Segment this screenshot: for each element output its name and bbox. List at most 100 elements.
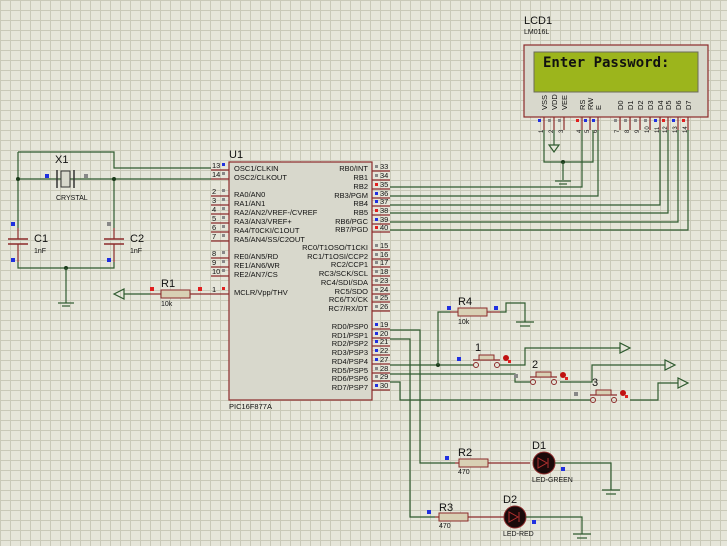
lcd-pin-number: 4 [577,129,583,133]
pin-state-indicator [624,119,627,122]
pin-state-indicator [662,119,665,122]
lcd-part: LM016L [524,29,549,36]
lcd-pin-number: 6 [593,129,599,133]
button-state-icon [620,390,626,396]
crystal-x1[interactable]: X1 CRYSTAL [45,154,88,202]
mcu-pin-number: 7 [212,232,216,241]
pin-state-indicator [222,172,225,175]
lcd-pin-name: D1 [626,100,635,110]
lcd-pin-name: D0 [616,100,625,110]
pin-state-indicator [375,296,378,299]
c2-ref: C2 [130,233,144,245]
lcd-pin-name: D6 [674,100,683,110]
pin-state-indicator [682,119,685,122]
resistor-r4[interactable]: R4 10k [447,296,500,326]
r3-ref: R3 [439,502,453,514]
keypad-wiring [390,302,690,518]
mcu-pin-name: RC7/RX/DT [328,304,368,313]
c2-value: 1nF [130,248,142,255]
led-red-circuit[interactable]: R3 470 D2 LED-RED [427,494,591,539]
pin-state-indicator [614,119,617,122]
lcd-pin-number: 7 [615,129,621,133]
pin-state-indicator [222,287,225,290]
mcu-pin-number: 34 [380,171,388,180]
crystal-value: CRYSTAL [56,195,88,202]
resistor-r3 [438,512,469,522]
push-button-2[interactable]: 2 [514,359,568,385]
button-state-icon [503,355,509,361]
pin-state-indicator [222,251,225,254]
lcd-pin-number: 8 [625,129,631,133]
mcu-pin-number: 18 [380,267,388,276]
mcu-pin-name: RC2/CCP1 [331,260,368,269]
push-button-1[interactable]: 1 [457,342,511,368]
pin-state-indicator [375,244,378,247]
mcu-pin-name: RB0/INT [339,164,368,173]
led-d1[interactable] [532,451,556,475]
lcd-pin-name: D2 [636,100,645,110]
output-terminal-icon [677,377,690,389]
pin-state-indicator [375,332,378,335]
mcu-pin-name: RA2/AN2/VREF-/CVREF [234,208,318,217]
mcu-pin-number: 28 [380,364,388,373]
pin-state-indicator [576,119,579,122]
pin-state-indicator [375,349,378,352]
pin-state-indicator [222,225,225,228]
mcu-pin-number: 3 [212,196,216,205]
mcu-pin-number: 5 [212,214,216,223]
led-d2[interactable] [503,505,527,529]
mcu-pin-number: 21 [380,337,388,346]
mcu-pin-number: 13 [212,161,220,170]
r2-ref: R2 [458,447,472,459]
mcu-pin-name: OSC2/CLKOUT [234,173,287,182]
mcu-pin-number: 20 [380,329,388,338]
pin-state-indicator [375,174,378,177]
lcd-pin-number: 3 [559,129,565,133]
power-terminal-icon [112,288,125,300]
mcu-pin-name: RD0/PSP0 [332,322,368,331]
mcu-pin-name: RD4/PSP4 [332,357,368,366]
pin-state-indicator [375,253,378,256]
mcu-pin-number: 4 [212,205,216,214]
mcu-pin-name: RA3/AN3/VREF+ [234,217,292,226]
mcu-pin-name: RC1/T1OSI/CCP2 [307,252,368,261]
lcd-module[interactable]: LCD1 LM016L Enter Password: VSS1VDD2VEE3… [523,15,709,133]
mcu-pin-name: RD5/PSP5 [332,366,368,375]
d1-value: LED-GREEN [532,477,573,484]
pin-state-indicator [574,392,578,396]
button-state-icon [560,372,566,378]
pin-state-indicator [548,119,551,122]
mcu-pin-name: RA0/AN0 [234,190,265,199]
mcu-pin-number: 2 [212,187,216,196]
pin-state-indicator [222,163,225,166]
mcu-pin-name: RD3/PSP3 [332,348,368,357]
d2-ref: D2 [503,494,517,506]
c1-ref: C1 [34,233,48,245]
capacitor-c1[interactable]: C1 1nF [8,222,48,262]
lcd-pin-name: E [594,105,603,110]
pin-state-indicator [584,119,587,122]
mcu-pin-number: 23 [380,276,388,285]
mcu-pin-number: 15 [380,241,388,250]
mcu-pin-name: RB7/PGD [335,225,369,234]
lcd-pin-name: D4 [656,100,665,110]
led-green-circuit[interactable]: R2 470 D1 LED-GREEN [445,440,620,495]
pin-state-indicator [538,119,541,122]
lcd-pin-number: 2 [549,129,555,133]
output-terminal-icon [619,342,632,354]
resistor-r1[interactable]: R1 10k [112,278,211,308]
mcu-pin-number: 22 [380,346,388,355]
mcu-pin-name: RB4 [353,199,368,208]
pin-state-indicator [222,207,225,210]
oscillator-circuit[interactable]: X1 CRYSTAL C1 1nF C2 1nF [8,151,211,307]
mcu-pin-number: 10 [212,267,220,276]
mcu-pin-number: 37 [380,197,388,206]
pin-state-indicator [222,234,225,237]
capacitor-c2[interactable]: C2 1nF [104,222,144,262]
pin-state-indicator [375,209,378,212]
pin-state-indicator [375,261,378,264]
mcu-pin-number: 24 [380,285,388,294]
push-button-3[interactable]: 3 [574,377,628,403]
